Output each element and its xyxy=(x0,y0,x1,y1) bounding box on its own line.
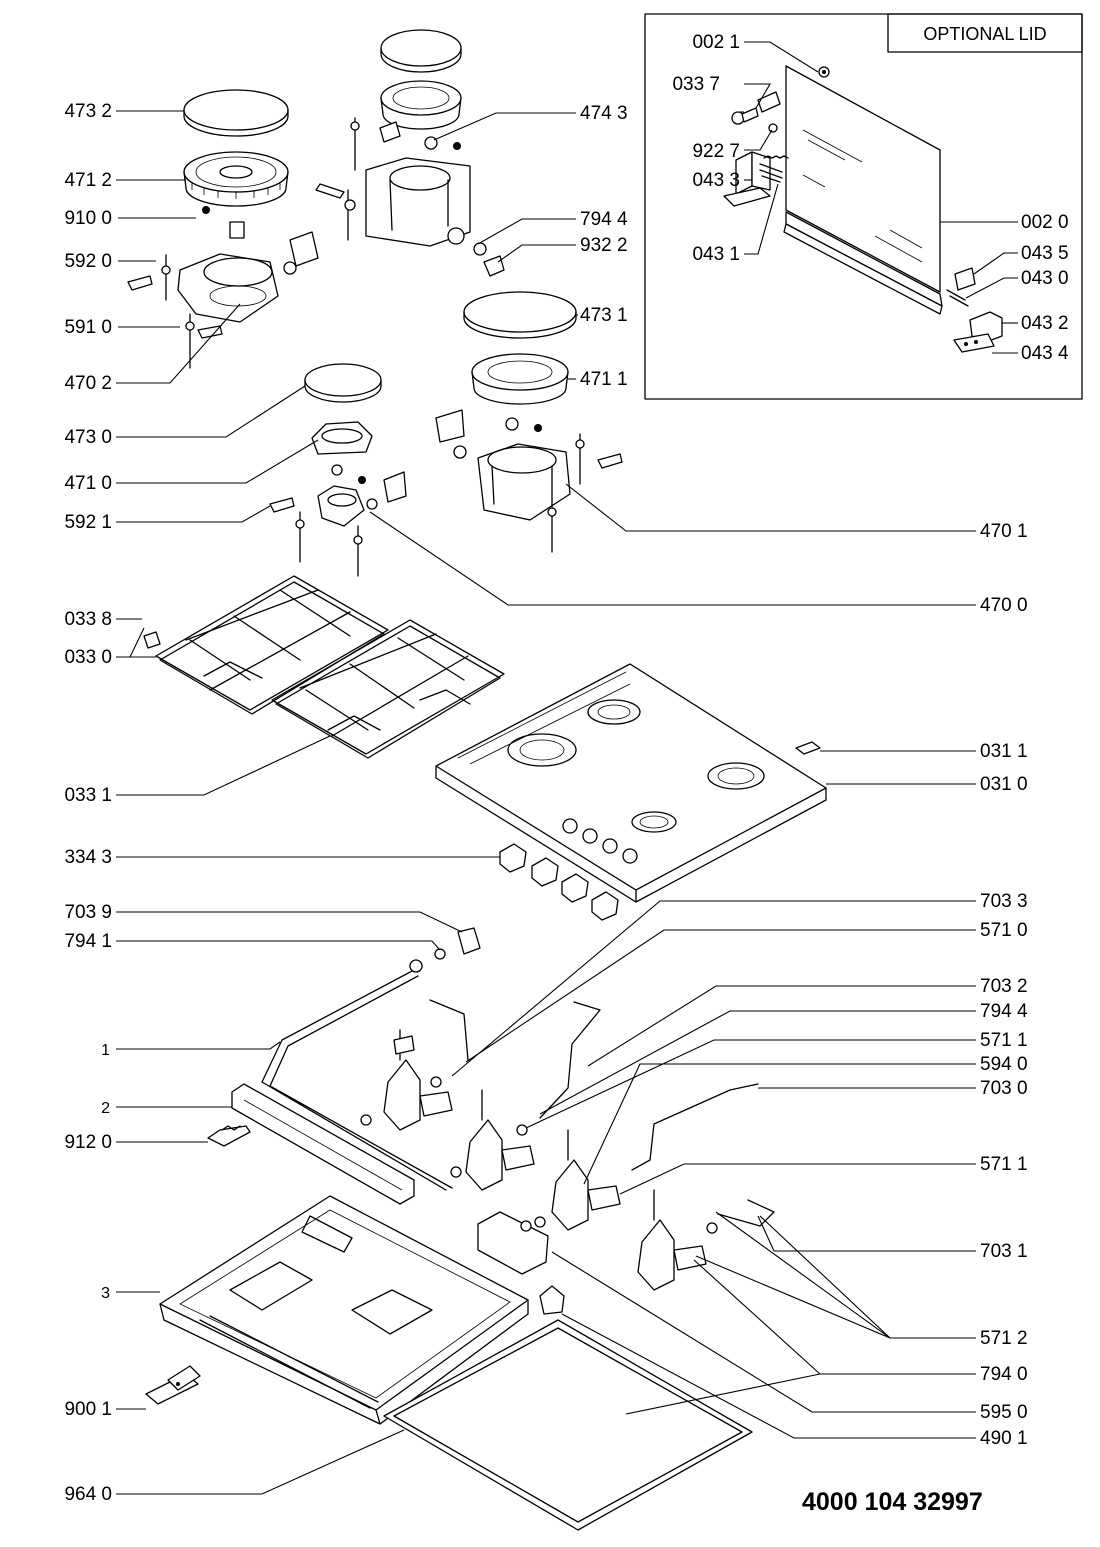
callout-473-2: 473 2 xyxy=(64,101,112,122)
callout-033-0: 033 0 xyxy=(64,647,112,668)
hob-top-drawing xyxy=(435,663,827,903)
burner-body-470-2-drawing xyxy=(127,206,319,369)
callout-043-5: 043 5 xyxy=(1021,243,1069,264)
callout-471-2: 471 2 xyxy=(64,170,112,191)
lid-callout-labels: 002 1 033 7 922 7 043 3 043 1 002 0 043 … xyxy=(672,32,1069,364)
callout-571-2: 571 2 xyxy=(980,1328,1028,1349)
callout-900-1: 900 1 xyxy=(64,1399,112,1420)
burner-473-1-drawing xyxy=(463,291,577,405)
callout-ref-2: 2 xyxy=(101,1100,110,1117)
right-callout-labels: 474 3 794 4 932 2 473 1 471 1 470 1 470 … xyxy=(580,103,1028,1449)
front-bracket-drawing xyxy=(207,1083,415,1205)
glass-lid-drawing xyxy=(783,65,943,315)
callout-031-0: 031 0 xyxy=(980,774,1028,795)
burner-head-471-2 xyxy=(183,151,289,207)
optional-lid-title: OPTIONAL LID xyxy=(923,24,1046,44)
callout-043-2: 043 2 xyxy=(1021,313,1069,334)
callout-ref-3: 3 xyxy=(101,1285,110,1302)
seal-gasket-drawing xyxy=(383,1319,753,1531)
burner-473-0-drawing xyxy=(269,363,407,577)
callout-932-2: 932 2 xyxy=(580,235,628,256)
callout-922-7: 922 7 xyxy=(692,141,740,162)
callout-043-3: 043 3 xyxy=(692,170,740,191)
clip-900-1-drawing xyxy=(145,1365,201,1405)
callout-033-7: 033 7 xyxy=(672,74,720,95)
callout-703-1: 703 1 xyxy=(980,1241,1028,1262)
callout-470-2: 470 2 xyxy=(64,373,112,394)
burner-body-top-drawing xyxy=(315,117,505,277)
pan-support-grids-drawing xyxy=(143,575,505,759)
callout-591-0: 591 0 xyxy=(64,317,112,338)
drawing-number: 4000 104 32997 xyxy=(802,1488,983,1516)
optional-lid-title-box xyxy=(887,13,1083,53)
callout-703-0: 703 0 xyxy=(980,1078,1028,1099)
callout-002-1: 002 1 xyxy=(692,32,740,53)
callout-002-0: 002 0 xyxy=(1021,212,1069,233)
burner-cap-top-drawing xyxy=(380,29,462,130)
callout-334-3: 334 3 xyxy=(64,847,112,868)
callout-964-0: 964 0 xyxy=(64,1484,112,1505)
callout-470-1: 470 1 xyxy=(980,521,1028,542)
callout-703-9: 703 9 xyxy=(64,902,112,923)
callout-043-1: 043 1 xyxy=(692,244,740,265)
burner-body-470-1-drawing xyxy=(435,409,623,553)
callout-571-1-lower: 571 1 xyxy=(980,1154,1028,1175)
callout-703-3: 703 3 xyxy=(980,891,1028,912)
gas-manifold-and-valves-drawing xyxy=(261,927,775,1420)
callout-794-4-top: 794 4 xyxy=(580,209,628,230)
callout-910-0: 910 0 xyxy=(64,208,112,229)
callout-474-3: 474 3 xyxy=(580,103,628,124)
control-knobs-drawing xyxy=(499,843,619,921)
optional-lid-panel: OPTIONAL LID xyxy=(644,13,1083,400)
callout-595-0: 595 0 xyxy=(980,1402,1028,1423)
callout-471-0: 471 0 xyxy=(64,473,112,494)
lid-hinge-parts-drawing xyxy=(723,91,1003,353)
callout-473-1: 473 1 xyxy=(580,305,628,326)
callout-794-1: 794 1 xyxy=(64,931,112,952)
callout-043-0: 043 0 xyxy=(1021,268,1069,289)
callout-594-0: 594 0 xyxy=(980,1054,1028,1075)
callout-033-1: 033 1 xyxy=(64,785,112,806)
callout-571-1-upper: 571 1 xyxy=(980,1030,1028,1051)
base-tray-drawing xyxy=(159,1195,529,1425)
callout-470-0: 470 0 xyxy=(980,595,1028,616)
callout-592-0: 592 0 xyxy=(64,251,112,272)
leader-lines xyxy=(116,41,1018,1495)
callout-490-1: 490 1 xyxy=(980,1428,1028,1449)
callout-703-2: 703 2 xyxy=(980,976,1028,997)
callout-912-0: 912 0 xyxy=(64,1132,112,1153)
callout-473-0: 473 0 xyxy=(64,427,112,448)
burner-cap-473-2 xyxy=(183,89,289,137)
callout-571-0: 571 0 xyxy=(980,920,1028,941)
callout-471-1: 471 1 xyxy=(580,369,628,390)
callout-033-8: 033 8 xyxy=(64,609,112,630)
callout-043-4: 043 4 xyxy=(1021,343,1069,364)
callout-ref-1: 1 xyxy=(101,1042,110,1059)
left-callout-labels: 473 2 471 2 910 0 592 0 591 0 470 2 473 … xyxy=(64,101,112,1505)
spark-generator-drawing xyxy=(477,1211,565,1315)
callout-592-1: 592 1 xyxy=(64,512,112,533)
callout-794-0: 794 0 xyxy=(980,1364,1028,1385)
callout-794-4: 794 4 xyxy=(980,1001,1028,1022)
callout-031-1: 031 1 xyxy=(980,741,1028,762)
